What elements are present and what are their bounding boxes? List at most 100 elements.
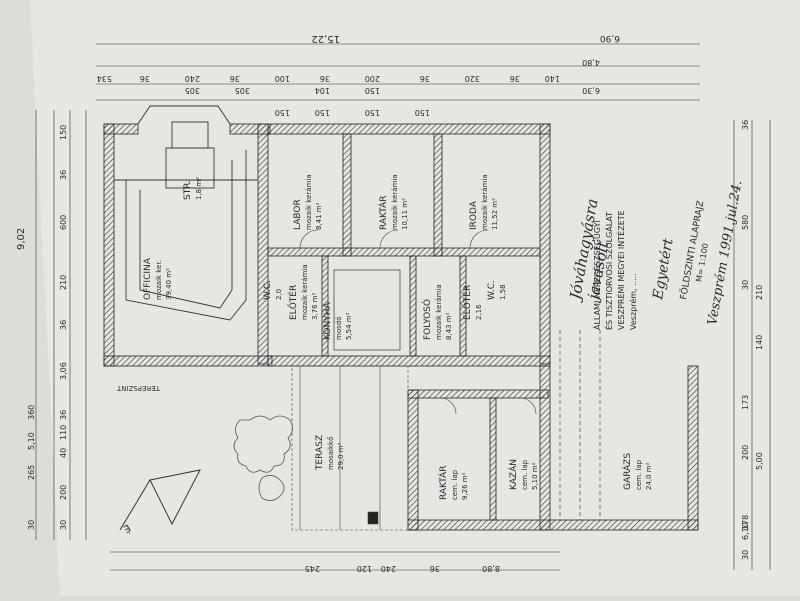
room-name: IRODA <box>469 200 479 230</box>
room-floor-note: cem. lap <box>635 459 643 490</box>
room-area: 2,16 <box>475 304 483 320</box>
room-area: 5,10 m² <box>531 462 539 490</box>
room-name: W.C. <box>487 280 497 300</box>
garage-door <box>559 330 601 520</box>
room-area: 11,52 m² <box>491 198 499 230</box>
room-area: 8,43 m² <box>445 312 453 340</box>
top-dimension-value: 36 <box>510 74 520 83</box>
left-dimension-value: 150 <box>59 125 68 140</box>
top-dimension-value: 100 <box>275 74 290 83</box>
room-area: 1,8 m² <box>195 177 203 200</box>
room-name: ELŐTÉR <box>461 285 473 320</box>
right-dimension-value: 30 <box>741 550 750 560</box>
left-dimension-value: 200 <box>59 485 68 500</box>
left-dimension-value: 36 <box>59 320 68 330</box>
bottom-dimension-value: 8,80 <box>482 564 500 573</box>
room-area: 1,58 <box>499 284 507 300</box>
top-dimension-subvalue: 150 <box>275 108 290 117</box>
room-floor-note: mozaik kerámia <box>391 174 399 230</box>
left-lower-dimension-value: 5,10 <box>27 432 36 450</box>
left-lower-dimension-value: 360 <box>27 405 36 420</box>
top-dimension-value: 200 <box>365 74 380 83</box>
right-dimension-value: 178 <box>741 515 750 530</box>
top-dimension-value: 140 <box>545 74 560 83</box>
top-dimension-subvalue: 150 <box>415 108 430 117</box>
top-dimension-subvalue: 4,80 <box>582 58 600 67</box>
bottom-dimension-value: 120 <box>357 564 372 573</box>
top-dimension-value: 320 <box>465 74 480 83</box>
room-area: 10,11 m² <box>401 198 409 230</box>
room-name: TERASZ <box>315 435 325 471</box>
top-dimension-subvalue: 305 <box>235 86 250 95</box>
top-dimension-value: 36 <box>420 74 430 83</box>
officina-furniture <box>114 105 258 321</box>
room-floor-note: cem. lap <box>451 469 459 500</box>
bottom-dimension-value: 245 <box>305 564 320 573</box>
top-dimension-subvalue: 150 <box>315 108 330 117</box>
room-name: OFFICINA <box>143 257 153 300</box>
room-floor-note: mozaik kerámia <box>481 174 489 230</box>
room-area: 29,0 m² <box>337 442 345 470</box>
bottom-dimension-value: 240 <box>381 564 396 573</box>
walls <box>103 123 699 531</box>
room-area: 39,40 m² <box>165 268 173 300</box>
top-dimension-subvalue: 305 <box>185 86 200 95</box>
room-name: W.C. <box>263 280 273 300</box>
room-name: KAZÁN <box>507 459 519 490</box>
right-dimension-value: 173 <box>741 395 750 410</box>
left-lower-dimension-value: 30 <box>27 520 36 530</box>
right-dimension-value: 580 <box>741 215 750 230</box>
room-name: GARÁZS <box>621 453 633 490</box>
top-dimension-value: 36 <box>230 74 240 83</box>
room-area: 2,0 <box>275 289 283 300</box>
room-name: RAKTÁR <box>437 466 449 500</box>
shrubbery <box>233 415 293 501</box>
right-dimension-value: 30 <box>741 280 750 290</box>
left-lower-dimension-value: 265 <box>27 465 36 480</box>
top-total-dimension: 15,22 <box>311 33 340 44</box>
room-area: 8,41 m² <box>315 202 323 230</box>
top-dimension-subvalue: 104 <box>315 86 330 95</box>
top-right-total-dimension: 6,90 <box>600 33 620 43</box>
top-dimension-value: 240 <box>185 74 200 83</box>
right-dimension-value: 200 <box>741 445 750 460</box>
left-dimension-value: 36 <box>59 410 68 420</box>
room-name: ELŐTÉR <box>287 285 299 320</box>
right-dimension-value: 6,10 <box>741 522 750 540</box>
staircase <box>333 269 401 351</box>
left-dimension-value: 36 <box>59 170 68 180</box>
door-swings <box>299 229 537 415</box>
stamp-line-3: VESZPRÉMI MEGYEI INTÉZETE <box>615 210 626 330</box>
room-area: 3,76 m² <box>311 292 319 320</box>
left-dimension-value: 3,06 <box>59 362 68 380</box>
stamp-line-2: ÉS TISZTIORVOSI SZOLGÁLAT <box>603 212 614 330</box>
room-name: STR. <box>183 180 193 200</box>
top-dimension-subvalue: 6,30 <box>582 86 600 95</box>
north-arrow: É <box>119 469 201 536</box>
room-floor-note: mozaik kerámia <box>435 284 443 340</box>
room-name: FOLYOSÓ <box>421 299 433 340</box>
right-dimension-value: 36 <box>741 120 750 130</box>
stamp-line-1: ÁLLAMI NÉPEGÉSZSÉGÜGYI <box>591 220 602 330</box>
terrain-level-label: TEREPSZINT <box>116 384 161 392</box>
left-dimension-value: 210 <box>59 275 68 290</box>
right-dimension-value: 140 <box>755 335 764 350</box>
left-dimension-value: 40 <box>59 448 68 458</box>
room-floor-note: mozaik kerámia <box>301 264 309 320</box>
right-dimension-value: 5,00 <box>755 452 764 470</box>
stamp-line-4: Veszprém, ..... <box>628 273 638 330</box>
approval-stamp: ÁLLAMI NÉPEGÉSZSÉGÜGYI ÉS TISZTIORVOSI S… <box>591 210 638 330</box>
left-dimension-value: 30 <box>59 520 68 530</box>
left-lower-dimension-chain: 5,10 360 265 30 <box>27 405 36 530</box>
room-floor-note: cem. lap <box>521 459 529 490</box>
left-dimension-value: 110 <box>59 425 68 440</box>
room-name: KONYHA <box>323 302 333 340</box>
dimension-lines <box>35 43 771 571</box>
